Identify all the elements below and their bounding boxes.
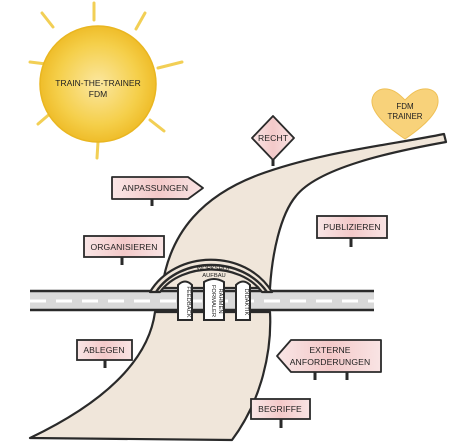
sign-publizieren: PUBLIZIEREN [316, 215, 388, 247]
pillar-didaktik-label: DIDAKTIK [243, 289, 249, 316]
road [28, 132, 448, 442]
pillar-formaler-rahmen [203, 278, 225, 321]
heart-shape [371, 88, 439, 140]
sun-label-line1: TRAIN-THE-TRAINER [55, 78, 140, 88]
sign-organisieren-label: ORGANISIEREN [90, 242, 157, 252]
sign-organisieren: ORGANISIEREN [83, 235, 165, 265]
sign-publizieren-label: PUBLIZIEREN [323, 222, 380, 232]
sign-ablegen-label: ABLEGEN [83, 345, 124, 355]
bridge-label-line1: WORKSHOP [197, 266, 232, 272]
sun: TRAIN-THE-TRAINER FDM [28, 1, 184, 160]
sun-label-line2: FDM [89, 89, 107, 99]
sign-recht: RECHT [251, 115, 295, 166]
sign-anpassungen-label: ANPASSUNGEN [122, 183, 188, 193]
sun-disc [39, 25, 157, 143]
sign-ablegen: ABLEGEN [76, 339, 133, 368]
highway [30, 289, 374, 312]
pillar-feedback [177, 280, 193, 321]
road-lower [28, 310, 272, 442]
sign-begriffe-label: BEGRIFFE [258, 404, 302, 414]
bridge: WORKSHOP AUFBAU FEEDBACK FORMALER RAHMEN… [148, 258, 274, 321]
sign-externe-anforderungen: EXTERNE ANFORDERUNGEN [276, 339, 382, 380]
sign-begriffe: BEGRIFFE [250, 398, 311, 428]
sign-recht-label: RECHT [258, 133, 289, 143]
sign-externe-label-line1: EXTERNE [309, 345, 350, 355]
bridge-deck [148, 258, 274, 294]
pillar-formaler-label-line1: FORMALER [210, 285, 216, 317]
sign-anpassungen: ANPASSUNGEN [111, 176, 204, 206]
sun-rays [28, 1, 184, 160]
pillar-didaktik [235, 280, 251, 321]
heart-label-line2: TRAINER [387, 112, 422, 121]
heart: FDM TRAINER [371, 88, 439, 140]
heart-label-line1: FDM [396, 102, 414, 111]
road-upper [160, 132, 448, 290]
sign-externe-label-line2: ANFORDERUNGEN [290, 357, 371, 367]
bridge-label-line2: AUFBAU [202, 273, 226, 279]
bridge-pillars [177, 278, 251, 321]
pillar-feedback-label: FEEDBACK [185, 286, 191, 317]
pillar-formaler-label-line2: RAHMEN [217, 288, 223, 313]
